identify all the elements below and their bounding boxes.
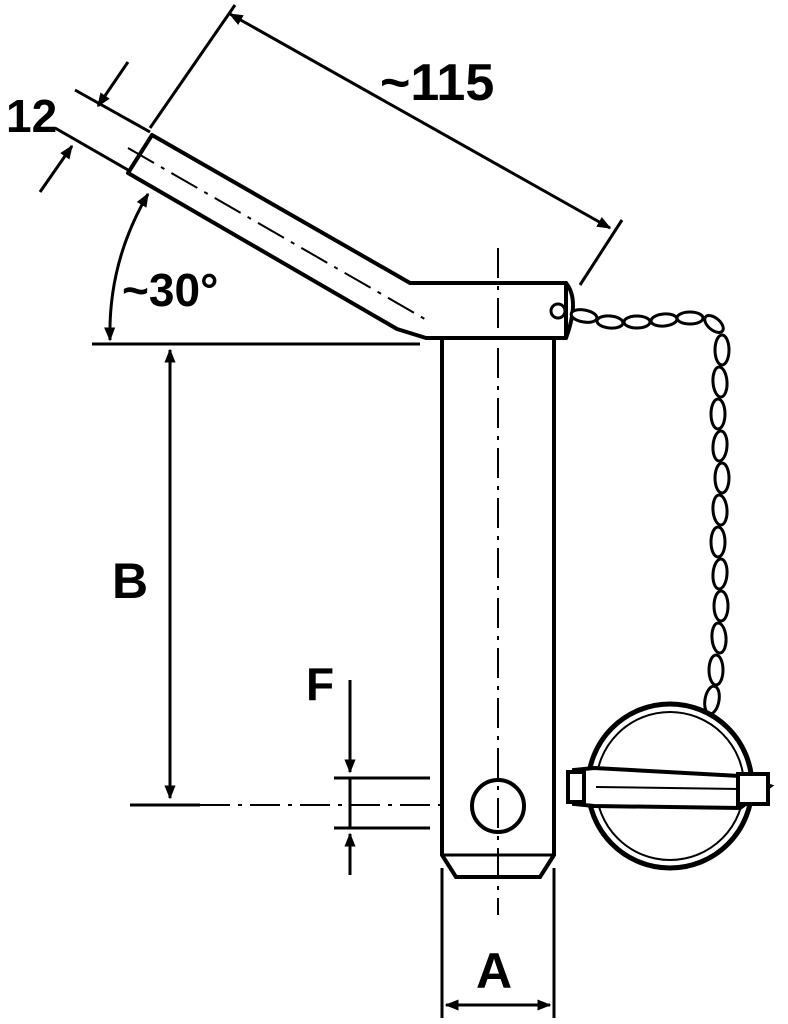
chain-link [710,621,728,655]
angle-arc [104,192,150,342]
chain-link [595,314,625,330]
label-pin-diameter: A [476,943,512,999]
chain-link [709,397,727,431]
chain-link [622,314,652,330]
chain-link [711,557,729,591]
chain-link [675,310,705,326]
chain-link [713,461,731,495]
handle-outline [126,133,568,340]
bent-handle [126,133,575,340]
centerlines [127,147,499,915]
label-pin-length: B [112,553,148,609]
chain-link [709,525,727,559]
dim-line-115 [228,12,612,230]
dim-bent-length [148,4,624,286]
handle-centerline [127,147,431,323]
dim-pin-diameter [440,868,556,1018]
dim-arrow-12-lower [38,144,74,193]
chain-eye-hole [549,302,567,320]
ext-line-handle-end [148,4,237,129]
chain-link [649,312,679,328]
dim-handle-diameter [38,61,151,193]
dim-bend-angle [92,192,420,346]
handle-head-lug [538,281,575,340]
chain-link [569,308,599,324]
chain-link [703,314,725,334]
ring-clip-stem-line [595,786,741,790]
chain-link [712,589,730,623]
ext-line-handle-bottom [54,126,129,172]
chain-link [711,493,729,527]
dim-hole-offset [334,680,430,875]
dim-pin-length [130,348,200,807]
ring-clip-end-cap [736,772,770,806]
chain-icon [569,308,731,716]
ext-line-pin-head [578,219,624,286]
chain-link [713,333,731,367]
label-bend-angle: ~30° [122,264,218,316]
label-hole-offset: F [306,658,334,710]
chain-link [711,365,729,399]
ring-clip-head [566,770,586,804]
label-bent-length: ~115 [380,54,494,112]
ring-clip-icon [566,701,775,871]
dim-arrow-12-upper [96,61,130,108]
ext-line-handle-top [74,88,151,134]
chain-link [707,653,725,687]
chain-link [711,429,729,463]
label-handle-diameter: 12 [6,90,57,142]
